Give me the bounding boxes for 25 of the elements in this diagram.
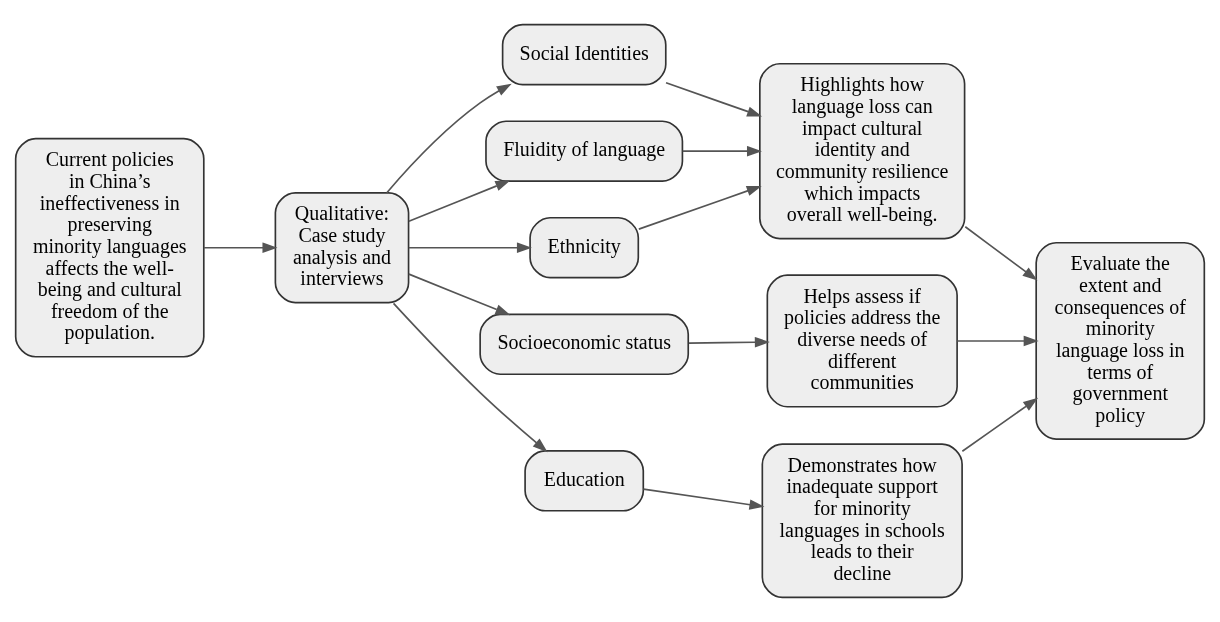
node-box: Helps assess if policies address the diverse needs of different communities — [766, 274, 958, 408]
arrow — [386, 83, 512, 194]
arrow — [408, 242, 532, 253]
arrow — [961, 397, 1039, 453]
node-box: Demonstrates how inadequate support for minority languages in schools leads to their decline — [761, 443, 963, 599]
node-box: Fluidity of language — [485, 120, 684, 182]
node-box: Current policies in China’s ineffectiveness in preserving minority languages affects the well-being and cultural freedom of the population. — [14, 137, 205, 358]
arrow — [665, 82, 763, 117]
node-box: Evaluate the extent and consequences of minority language loss in terms of government policy — [1035, 241, 1206, 440]
node-box: Highlights how language loss can impact cultural identity and community resilience which impacts overall well-being. — [759, 62, 966, 240]
arrow — [688, 337, 770, 348]
node-box: Qualitative: Case study analysis and interviews — [274, 191, 410, 304]
arrow — [203, 242, 278, 253]
arrow — [408, 273, 511, 316]
node-box: Ethnicity — [529, 216, 640, 279]
arrow — [638, 185, 762, 230]
arrow — [408, 180, 511, 223]
arrow — [681, 145, 762, 157]
arrow — [964, 225, 1038, 281]
node-box: Socioeconomic status — [479, 313, 690, 376]
node-box: Education — [524, 450, 645, 512]
arrow — [956, 335, 1039, 347]
arrow — [392, 302, 548, 453]
arrow — [642, 488, 765, 510]
node-box: Social Identities — [501, 23, 667, 86]
